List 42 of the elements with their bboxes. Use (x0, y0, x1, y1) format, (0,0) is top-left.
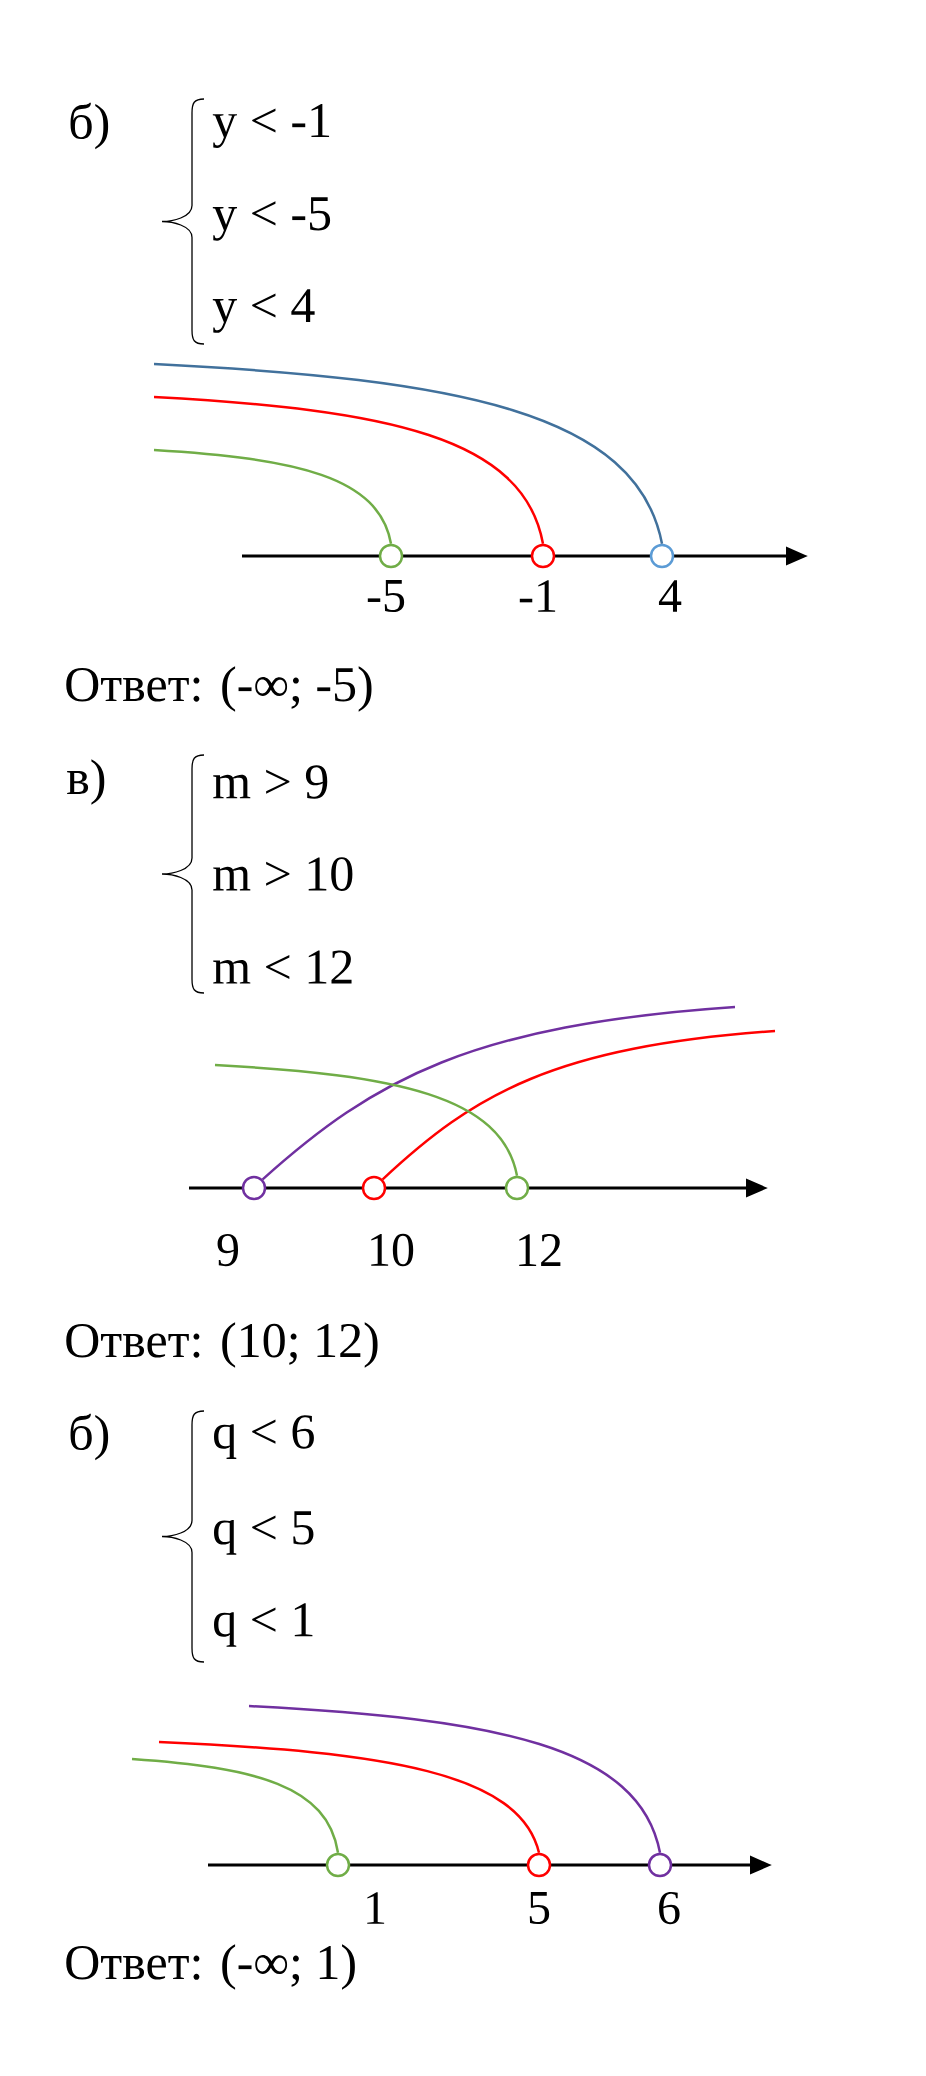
solution-curve (158, 1740, 541, 1854)
tick-label: 4 (658, 580, 682, 612)
inequality: y < -1 (212, 104, 330, 148)
tick-label: 6 (659, 1891, 680, 1925)
open-point (647, 1852, 673, 1878)
solution-curve (153, 362, 664, 545)
inequality: y < 4 (212, 289, 315, 333)
inequality: q < 1 (214, 1603, 313, 1647)
open-point (361, 1175, 387, 1201)
tick-label: 1 (367, 1892, 385, 1924)
section-letter: б) (70, 1413, 109, 1461)
section-letter: б) (70, 102, 109, 150)
tick-label: -5 (367, 580, 405, 612)
tick-label: 12 (519, 1234, 561, 1266)
solution-curve (153, 395, 545, 545)
solution-curve (153, 448, 393, 545)
solution-curve (261, 1005, 736, 1181)
inequality: y < -5 (212, 197, 331, 241)
tick-label: 9 (217, 1233, 239, 1267)
tick-label: 5 (529, 1892, 550, 1924)
inequality: q < 6 (214, 1415, 314, 1459)
open-point (526, 1852, 552, 1878)
open-point (530, 543, 556, 569)
solution-curve (214, 1063, 519, 1177)
answer-text: Ответ: (10; 12) (66, 1322, 378, 1368)
solution-curve (131, 1757, 340, 1854)
open-point (378, 543, 404, 569)
tick-label: -1 (519, 580, 556, 612)
inequality: m < 12 (213, 950, 352, 984)
solution-curve (248, 1704, 662, 1854)
section-letter: в) (67, 759, 105, 805)
tick-label: 10 (371, 1233, 414, 1267)
open-point (325, 1852, 351, 1878)
solution-curve (381, 1029, 776, 1181)
answer-text: Ответ: (-∞; -5) (66, 666, 372, 712)
inequality: q < 5 (214, 1511, 314, 1555)
answer-text: Ответ: (-∞; 1) (66, 1944, 355, 1990)
open-point (504, 1175, 530, 1201)
open-point (649, 543, 675, 569)
open-point (241, 1175, 267, 1201)
inequality: m > 10 (213, 857, 353, 891)
inequality: m > 9 (213, 765, 328, 799)
